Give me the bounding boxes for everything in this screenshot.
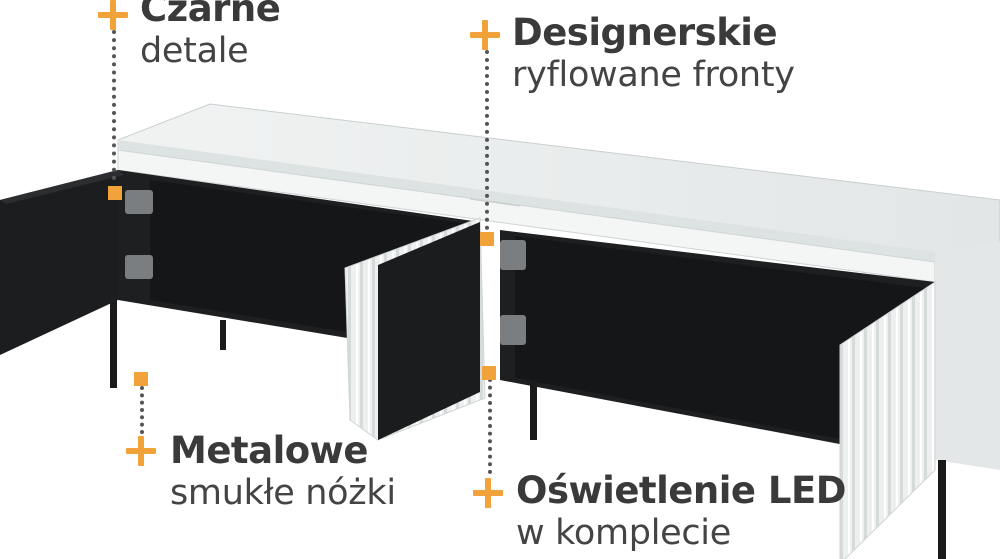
plus-icon	[473, 478, 503, 508]
callout-led-lighting: Oświetlenie LED w komplecie	[516, 470, 846, 554]
plus-icon	[126, 436, 156, 466]
leader-line	[485, 50, 489, 230]
callout-subtitle: w komplecie	[516, 513, 731, 553]
callout-subtitle: smukłe nóżki	[170, 473, 396, 513]
callout-title: Czarne	[140, 0, 281, 30]
door-right-ribbed	[839, 281, 936, 559]
callout-subtitle: detale	[140, 31, 249, 71]
marker-square	[482, 366, 496, 380]
callout-title: Metalowe	[170, 429, 368, 472]
callout-black-details: Czarne detale	[140, 0, 281, 72]
door-left	[0, 170, 118, 355]
marker-square	[108, 186, 122, 200]
callout-designer-fronts: Designerskie ryflowane fronty	[512, 12, 795, 96]
leg	[938, 460, 946, 559]
marker-square	[480, 232, 494, 246]
leader-line	[488, 378, 492, 474]
callout-metal-legs: Metalowe smukłe nóżki	[170, 430, 396, 514]
leader-line	[140, 386, 144, 434]
callout-title: Designerskie	[512, 11, 778, 54]
plus-icon	[98, 0, 128, 30]
marker-square	[134, 372, 148, 386]
leg	[110, 300, 117, 388]
leg	[530, 380, 537, 440]
leader-line	[112, 30, 116, 180]
leg	[220, 320, 226, 350]
cabinet-side	[935, 242, 1000, 470]
callout-subtitle: ryflowane fronty	[512, 55, 795, 95]
plus-icon	[470, 20, 500, 50]
callout-title: Oświetlenie LED	[516, 469, 846, 512]
